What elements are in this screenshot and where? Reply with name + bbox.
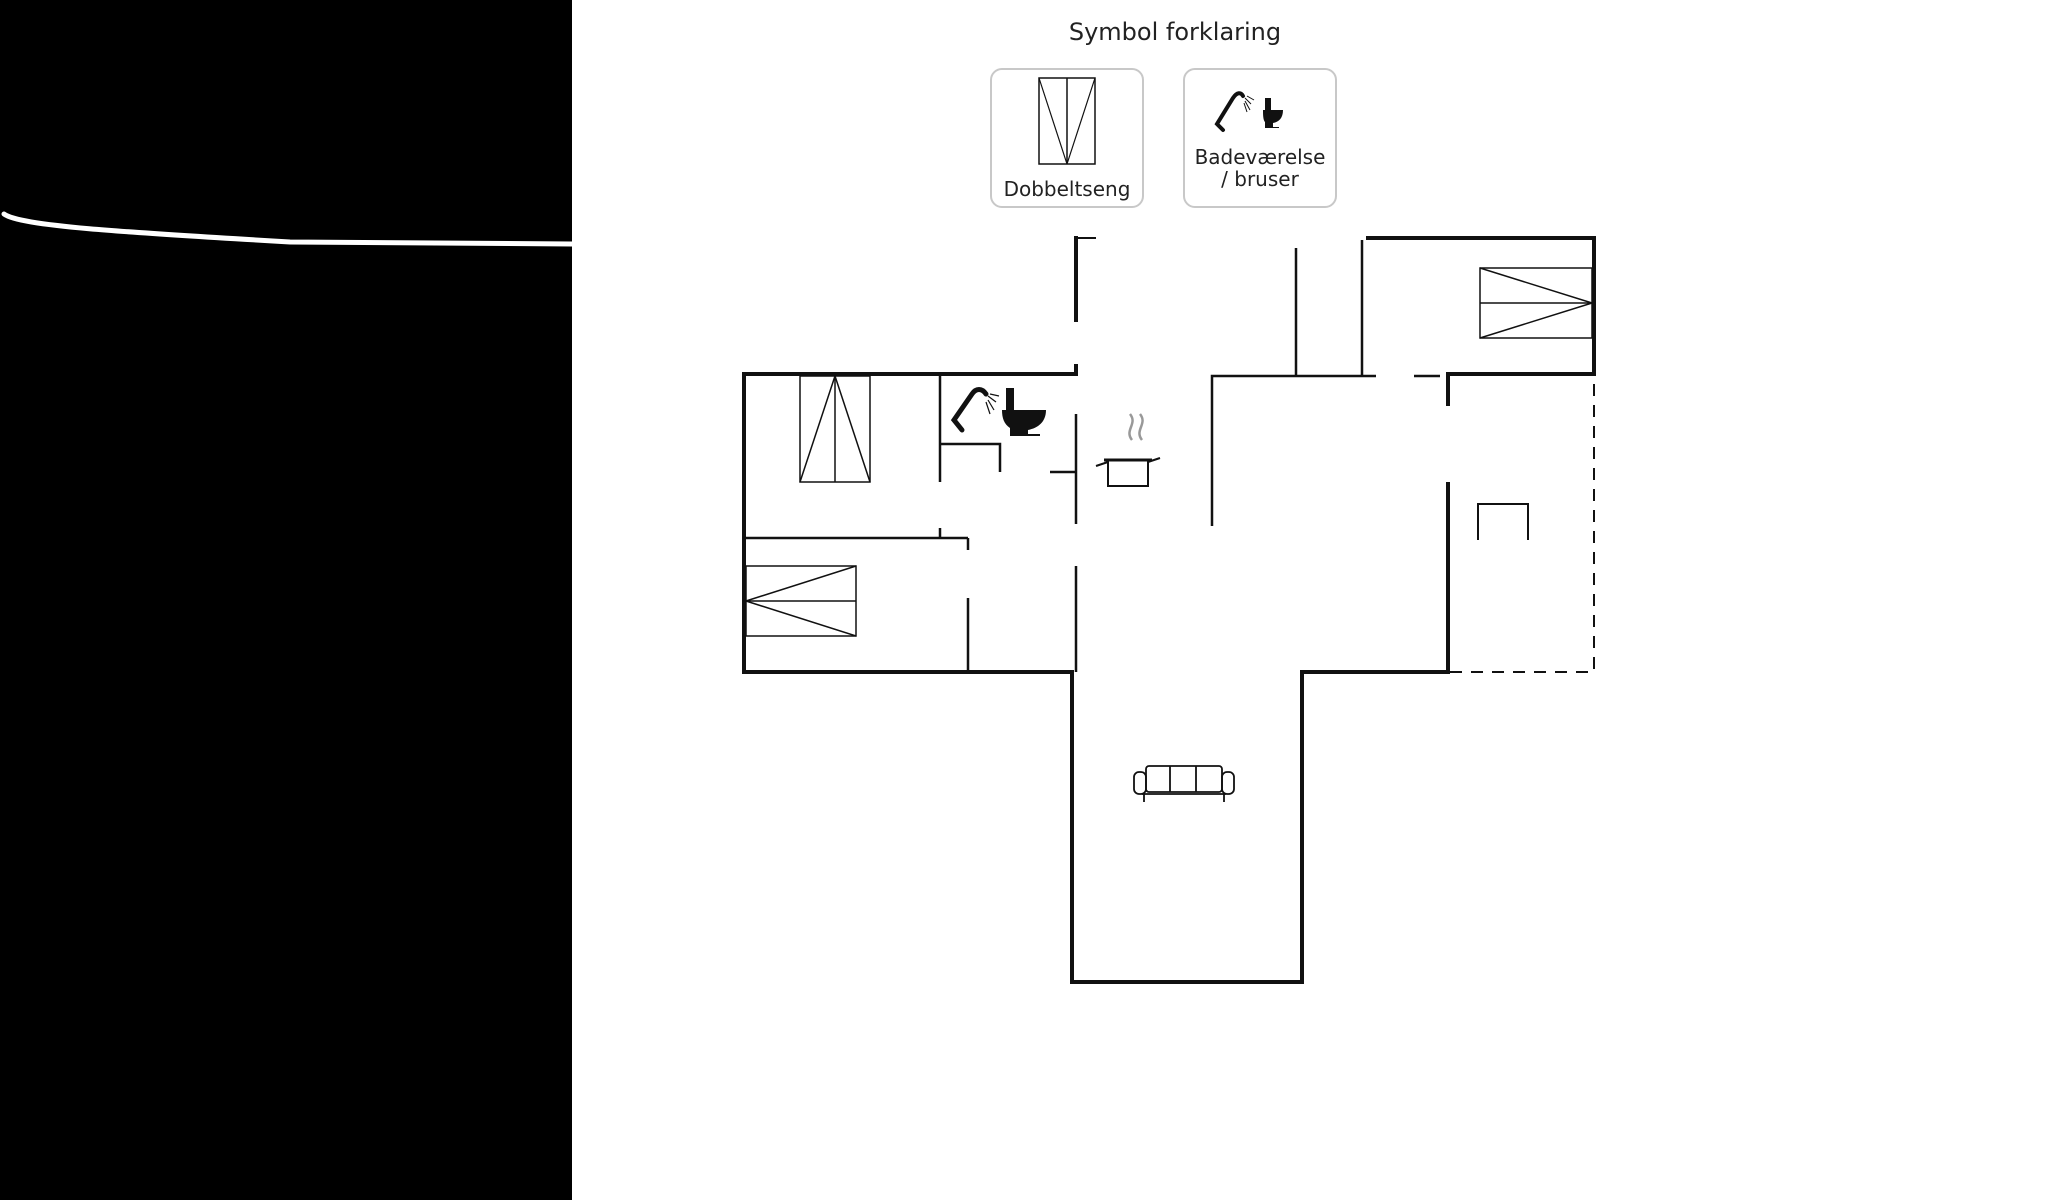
single-bed-icon <box>745 565 857 637</box>
shower-icon <box>950 387 1000 433</box>
white-curve-line <box>1 211 572 247</box>
left-panel <box>0 0 572 1200</box>
dashed-terrace-outline <box>1448 384 1595 673</box>
legend-card-double-bed: Dobbeltseng <box>990 68 1144 208</box>
interior-walls <box>744 240 1440 672</box>
double-bed-icon <box>799 375 871 483</box>
double-bed-icon <box>1038 77 1096 165</box>
legend-label-bathroom-line1: Badeværelse <box>1194 145 1326 169</box>
outer-walls <box>742 236 1596 984</box>
toilet-icon <box>1002 388 1046 436</box>
table-icon <box>1477 503 1529 540</box>
legend-card-bathroom: Badeværelse / bruser <box>1183 68 1337 208</box>
cooking-pot-icon <box>1095 413 1161 487</box>
bathroom-shower-icon <box>1214 91 1283 132</box>
legend-title: Symbol forklaring <box>1068 18 1282 46</box>
legend-label-bathroom-line2: / bruser <box>1221 167 1299 191</box>
sofa-icon <box>1133 765 1235 802</box>
single-bed-icon <box>1479 267 1593 339</box>
legend-label-double-bed: Dobbeltseng <box>1003 177 1131 201</box>
